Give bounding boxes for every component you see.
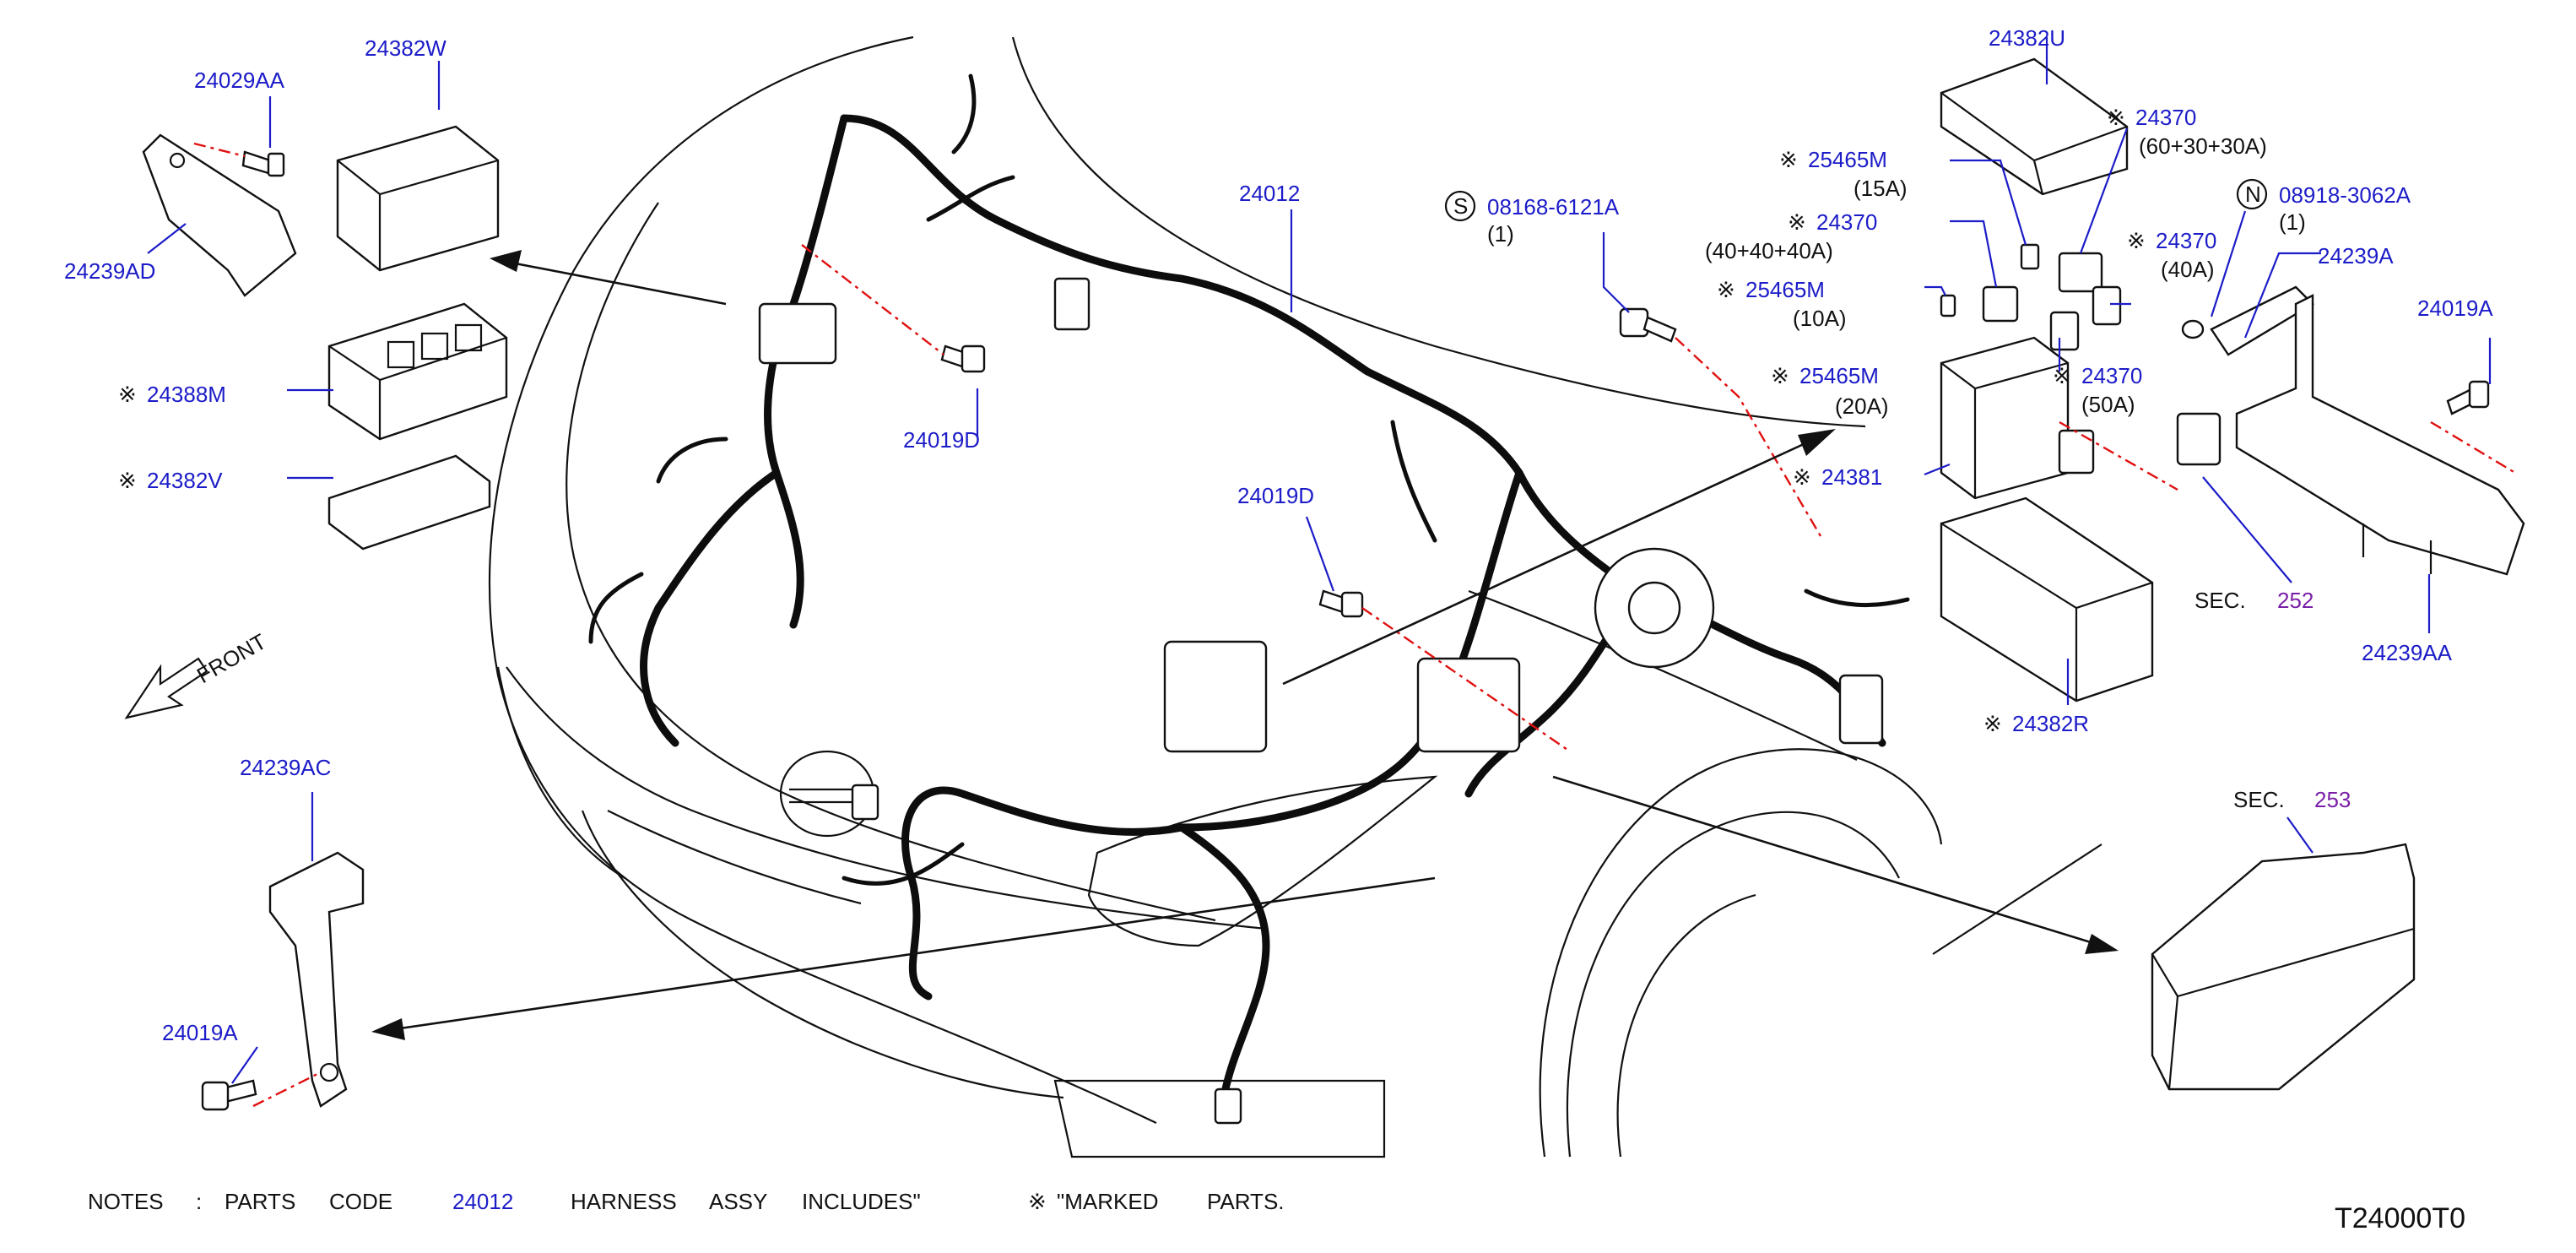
- rating-24370-d: (50A): [2081, 392, 2135, 417]
- diagram-id: T24000T0: [2335, 1202, 2465, 1234]
- notes-word: NOTES: [88, 1189, 164, 1214]
- notes-line: NOTES : PARTS CODE 24012 HARNESS ASSY IN…: [88, 1189, 1285, 1214]
- rating-24370-b: (40+40+40A): [1705, 238, 1833, 263]
- part-24388M-fuse-block: [327, 302, 508, 441]
- nut-08918-3062A: [2181, 319, 2205, 339]
- mark-25465M-10: ※: [1717, 277, 1735, 302]
- sec-252-prefix: SEC.: [2194, 588, 2246, 613]
- part-fuses-relays: [1940, 243, 2122, 500]
- front-direction-arrow: [124, 657, 208, 719]
- label-24239A: 24239A: [2318, 243, 2394, 268]
- part-24239AA-bracket: [2235, 294, 2525, 576]
- label-24370-d: 24370: [2081, 363, 2142, 388]
- label-25465M-10: 25465M: [1745, 277, 1825, 302]
- bolt-08168-6121A: [1619, 307, 1677, 343]
- part-24382V-cover: [327, 454, 491, 551]
- label-24029AA: 24029AA: [194, 68, 285, 93]
- rating-24370-c: (40A): [2161, 257, 2215, 282]
- leader-lines: [147, 37, 2492, 1084]
- notes-colon: :: [196, 1189, 202, 1214]
- qty-08168-6121A: (1): [1487, 221, 1514, 247]
- mark-24370-b: ※: [1788, 209, 1806, 235]
- s-symbol: S: [1453, 193, 1468, 219]
- main-harness-24012: [588, 73, 1910, 1125]
- part-24382W-cover: [336, 125, 500, 272]
- s-symbol-circle: [1444, 190, 1476, 222]
- label-25465M-20: 25465M: [1799, 363, 1879, 388]
- notes-assy: ASSY: [709, 1189, 767, 1214]
- rating-24370-a: (60+30+30A): [2139, 133, 2267, 159]
- bolt-24029AA: [241, 150, 285, 177]
- mark-25465M-20: ※: [1771, 363, 1789, 388]
- front-label: FRONT: [192, 628, 271, 688]
- bolt-24019A-left: [201, 1079, 257, 1111]
- mark-24388M: ※: [118, 382, 137, 407]
- n-symbol: N: [2245, 182, 2261, 207]
- notes-code: CODE: [329, 1189, 392, 1214]
- label-24381: 24381: [1821, 464, 1882, 490]
- mark-24370-c: ※: [2127, 228, 2146, 253]
- part-relay-sec252: [2176, 412, 2222, 466]
- arrows: [371, 250, 2119, 1040]
- label-24012: 24012: [1239, 181, 1300, 206]
- notes-harness: HARNESS: [571, 1189, 677, 1214]
- mark-24382V: ※: [118, 468, 137, 493]
- label-24239AD: 24239AD: [64, 258, 155, 284]
- part-24029AA-bracket: [142, 133, 297, 297]
- label-24019D-top: 24019D: [903, 427, 980, 453]
- label-24388M: 24388M: [147, 382, 226, 407]
- sec-253-link[interactable]: 253: [2314, 787, 2351, 812]
- rating-25465M-20: (20A): [1835, 393, 1889, 419]
- rating-25465M-15: (15A): [1854, 176, 1908, 201]
- label-24382W: 24382W: [365, 35, 446, 61]
- mark-24370-a: ※: [2107, 105, 2125, 130]
- label-24370-a: 24370: [2135, 105, 2196, 130]
- mark-24370-d: ※: [2053, 363, 2071, 388]
- notes-marked: "MARKED: [1057, 1189, 1158, 1214]
- label-08168-6121A: 08168-6121A: [1487, 194, 1620, 220]
- reference-lines: [193, 142, 2516, 1108]
- label-24019A-right: 24019A: [2417, 296, 2493, 321]
- rating-25465M-10: (10A): [1793, 306, 1847, 331]
- notes-parts: PARTS: [225, 1189, 295, 1214]
- sec-252-link[interactable]: 252: [2277, 588, 2314, 613]
- n-symbol-circle: [2236, 178, 2268, 210]
- sec-253-prefix: SEC.: [2233, 787, 2285, 812]
- mark-24381: ※: [1793, 464, 1811, 490]
- part-24239AC-bracket: [268, 851, 365, 1108]
- part-sec253-module: [2151, 843, 2416, 1091]
- label-24382R: 24382R: [2012, 711, 2089, 736]
- notes-mark: ※: [1028, 1189, 1047, 1214]
- notes-code-number: 24012: [452, 1189, 513, 1214]
- notes-parts-end: PARTS.: [1207, 1189, 1285, 1214]
- part-24382U-cover: [1940, 57, 2129, 196]
- bolt-24019D-top: [940, 344, 986, 373]
- mark-24382R: ※: [1983, 711, 2002, 736]
- label-25465M-15: 25465M: [1808, 147, 1887, 172]
- label-24370-b: 24370: [1816, 209, 1877, 235]
- notes-includes: INCLUDES": [802, 1189, 921, 1214]
- part-24382R-case: [1940, 496, 2154, 702]
- qty-08918-3062A: (1): [2279, 209, 2306, 235]
- label-08918-3062A: 08918-3062A: [2279, 182, 2411, 208]
- mark-25465M-15: ※: [1779, 147, 1798, 172]
- label-24239AC: 24239AC: [240, 755, 331, 780]
- label-24382V: 24382V: [147, 468, 223, 493]
- label-24239AA: 24239AA: [2362, 640, 2453, 665]
- bolt-24019A-right: [2446, 380, 2490, 415]
- label-24382U: 24382U: [1989, 25, 2065, 51]
- label-24019D-mid: 24019D: [1237, 483, 1314, 508]
- bolt-24019D-mid: [1318, 589, 1364, 618]
- label-24019A-left: 24019A: [162, 1020, 238, 1045]
- label-24370-c: 24370: [2156, 228, 2216, 253]
